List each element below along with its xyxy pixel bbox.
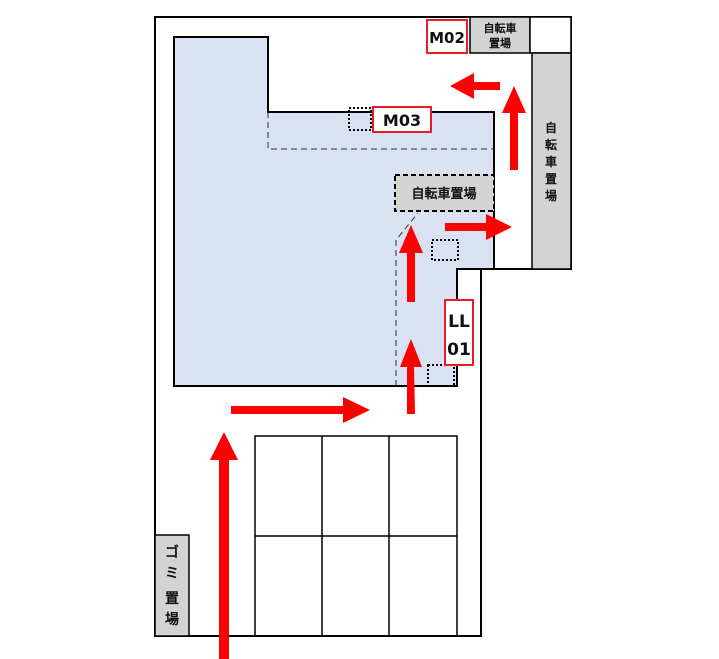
arrow-up-icon xyxy=(400,339,422,414)
corridor-dashed-line xyxy=(395,212,419,386)
arrow-left-icon xyxy=(450,73,500,99)
route-arrows xyxy=(210,73,526,659)
garbage-char: ゴ xyxy=(165,544,179,561)
m03-label-box xyxy=(372,106,432,133)
arrow-up-icon xyxy=(399,225,423,302)
bike-middle-label: 自転車置場 xyxy=(411,186,476,202)
corridor-dashed-line xyxy=(267,112,494,150)
arrow-right-icon xyxy=(231,397,370,423)
ll01-label-line2: 01 xyxy=(447,340,471,360)
garbage-char: 場 xyxy=(165,611,179,628)
ll01-label-box xyxy=(444,299,474,366)
dotted-marker-box xyxy=(427,364,455,387)
bike-top-label-line2: 置場 xyxy=(489,36,511,50)
top-right-empty-box xyxy=(529,16,572,54)
garbage-char: ミ xyxy=(165,566,179,582)
garbage-label: ゴ ミ 置 場 xyxy=(165,544,179,628)
bike-parking-middle xyxy=(394,174,495,212)
bike-right-char: 転 xyxy=(545,137,557,152)
m02-label-box xyxy=(426,19,468,54)
dotted-marker-box xyxy=(348,107,372,131)
arrow-up-icon xyxy=(210,432,238,659)
arrow-right-icon xyxy=(445,214,512,240)
bike-parking-right xyxy=(531,52,572,270)
arrow-up-icon xyxy=(502,86,526,170)
bike-right-char: 自 xyxy=(545,120,557,135)
bike-right-label: 自 転 車 置 場 xyxy=(545,120,557,203)
bike-top-label-line1: 自転車 xyxy=(484,21,517,35)
m03-label: M03 xyxy=(383,111,421,130)
dotted-marker-box xyxy=(431,239,459,261)
m02-label: M02 xyxy=(429,29,465,47)
parking-grid xyxy=(254,435,458,637)
garbage-char: 置 xyxy=(165,590,179,607)
bike-right-char: 置 xyxy=(545,172,557,186)
bike-right-char: 場 xyxy=(545,188,557,203)
garbage-area xyxy=(154,534,190,637)
bike-right-char: 車 xyxy=(545,154,557,169)
ll01-label-line1: LL xyxy=(448,312,470,332)
